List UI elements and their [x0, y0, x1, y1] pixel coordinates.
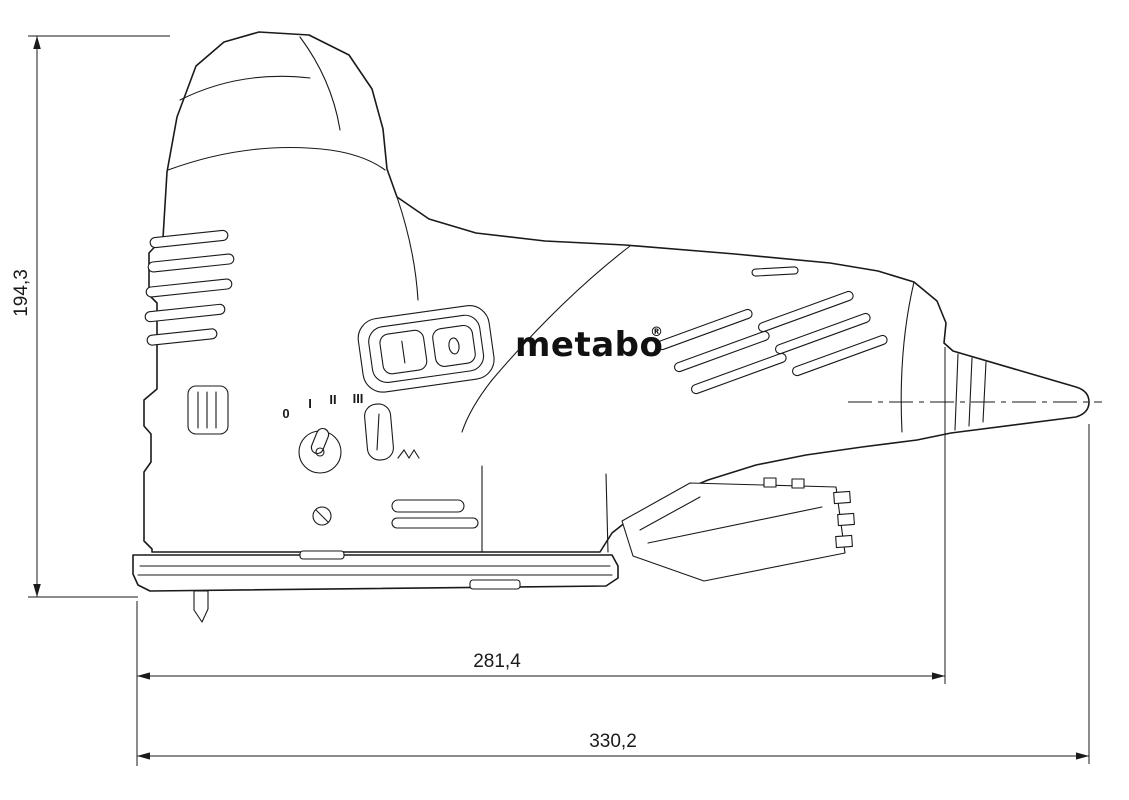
detail-glyph: [397, 448, 420, 460]
front-grip-ribs: [187, 385, 229, 435]
power-switch: [357, 305, 495, 393]
dimension-body-length: 281,4: [136, 347, 946, 766]
switch-off-mark: [448, 337, 460, 355]
saw-blade: [193, 590, 209, 623]
dimension-overall-length: 330,2: [137, 424, 1090, 764]
power-cable: [848, 353, 1102, 431]
arrowhead-left: [137, 672, 150, 680]
arrowhead-left: [137, 752, 150, 760]
brand-logo: metabo ®: [515, 325, 663, 365]
arrowhead-right: [932, 672, 945, 680]
registered-trademark: ®: [650, 325, 663, 340]
jigsaw-body-outline: [143, 31, 1090, 553]
base-shoe: [132, 550, 619, 592]
height-dimension-label: 194,3: [11, 269, 32, 317]
arrowhead-down: [33, 584, 41, 597]
blade-clamp-lever: [364, 403, 420, 461]
dial-mark-2: II: [329, 392, 336, 407]
rear-vent-slats: [657, 266, 888, 395]
dial-mark-0: 0: [282, 406, 289, 421]
connector-piece: [621, 477, 855, 582]
body-length-dimension-label: 281,4: [473, 651, 521, 672]
switch-on-mark: [401, 340, 406, 364]
overall-length-dimension-label: 330,2: [589, 731, 637, 752]
brand-logo-text: metabo: [515, 325, 663, 365]
arrowhead-up: [33, 36, 41, 49]
dial-mark-1: I: [308, 396, 312, 411]
body-seam-lines: [167, 36, 915, 553]
shoe-adjustment-parts: [312, 499, 479, 529]
speed-dial: 0 I II III: [282, 391, 364, 474]
arrowhead-right: [1076, 752, 1089, 760]
dimension-height: 194,3: [11, 35, 170, 598]
dial-mark-3: III: [353, 391, 364, 406]
front-vent-slats: [144, 229, 235, 346]
